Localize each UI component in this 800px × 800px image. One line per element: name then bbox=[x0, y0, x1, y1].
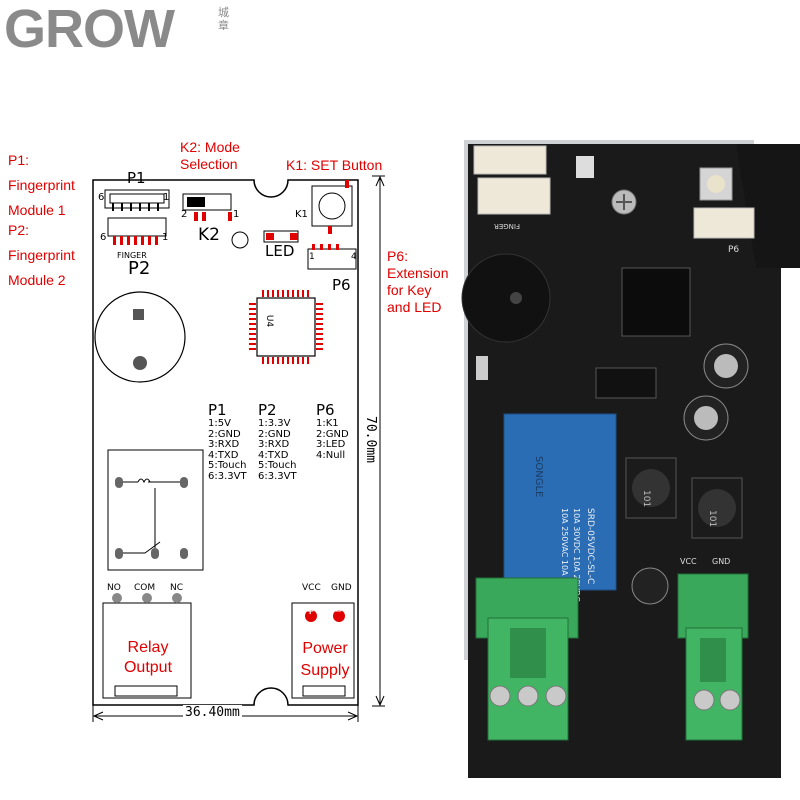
minus-sign: − bbox=[334, 606, 343, 617]
p6-silk: P6 bbox=[728, 245, 739, 255]
annotation-k1: K1: SET Button bbox=[286, 157, 383, 173]
p2-label: P2 bbox=[128, 258, 151, 279]
terminal-com-label: COM bbox=[134, 583, 156, 593]
relay-brand: SONGLE bbox=[533, 456, 544, 497]
height-dimension: 70.0mm bbox=[362, 414, 378, 465]
relay-model: SRD-05VDC-SL-C bbox=[585, 508, 595, 584]
p2-pin-last: 1 bbox=[162, 232, 169, 243]
k2-label: K2 bbox=[198, 225, 220, 245]
gnd-silk: GND bbox=[712, 557, 730, 566]
width-dimension: 36.40mm bbox=[183, 705, 242, 720]
inductor-2-text: 101 bbox=[707, 510, 717, 527]
p2-pin-first: 6 bbox=[100, 232, 107, 243]
p1-label: P1 bbox=[127, 169, 146, 187]
board-outline-diagram bbox=[92, 175, 385, 722]
relay-output-label: Relay Output bbox=[123, 639, 173, 676]
board-photo: FINGER P6 SONGLE 10A 250VAC 10A 125VAC 1… bbox=[461, 140, 800, 778]
relay-rating-1: 10A 250VAC 10A 125VAC bbox=[560, 508, 569, 610]
terminal-gnd-label: GND bbox=[331, 583, 352, 593]
plus-sign: + bbox=[306, 606, 315, 617]
led-label: LED bbox=[265, 242, 295, 260]
annotation-p2: P2: Fingerprint Module 2 bbox=[8, 222, 75, 288]
p6-label: P6 bbox=[332, 276, 351, 294]
finger-label: FINGER bbox=[117, 251, 147, 260]
relay-rating-2: 10A 30VDC 10A 28VDC bbox=[572, 508, 581, 602]
p1-pin-last: 1 bbox=[163, 192, 170, 203]
p1-pin-first: 6 bbox=[98, 192, 105, 203]
k2-pin-left: 2 bbox=[181, 209, 188, 220]
p6-pin-first: 1 bbox=[309, 252, 315, 262]
annotation-p6: P6: Extension for Key and LED bbox=[387, 248, 449, 315]
power-supply-label: Power Supply bbox=[300, 640, 350, 679]
finger-silk: FINGER bbox=[494, 222, 520, 230]
k1-label: K1 bbox=[295, 209, 308, 220]
vcc-silk: VCC bbox=[680, 557, 697, 566]
annotation-p1: P1: Fingerprint Module 1 bbox=[8, 152, 75, 218]
p6-pin-last: 4 bbox=[351, 252, 357, 262]
brand-logo-sub: 城章 bbox=[218, 6, 229, 32]
terminal-nc-label: NC bbox=[170, 583, 184, 593]
terminal-vcc-label: VCC bbox=[302, 583, 321, 593]
terminal-no-label: NO bbox=[107, 583, 121, 593]
annotation-k2: K2: Mode Selection bbox=[180, 139, 240, 172]
k2-pin-right: 1 bbox=[233, 209, 240, 220]
inductor-1-text: 101 bbox=[641, 490, 651, 507]
brand-logo: GROW bbox=[4, 0, 175, 59]
u4-label: U4 bbox=[264, 314, 275, 328]
